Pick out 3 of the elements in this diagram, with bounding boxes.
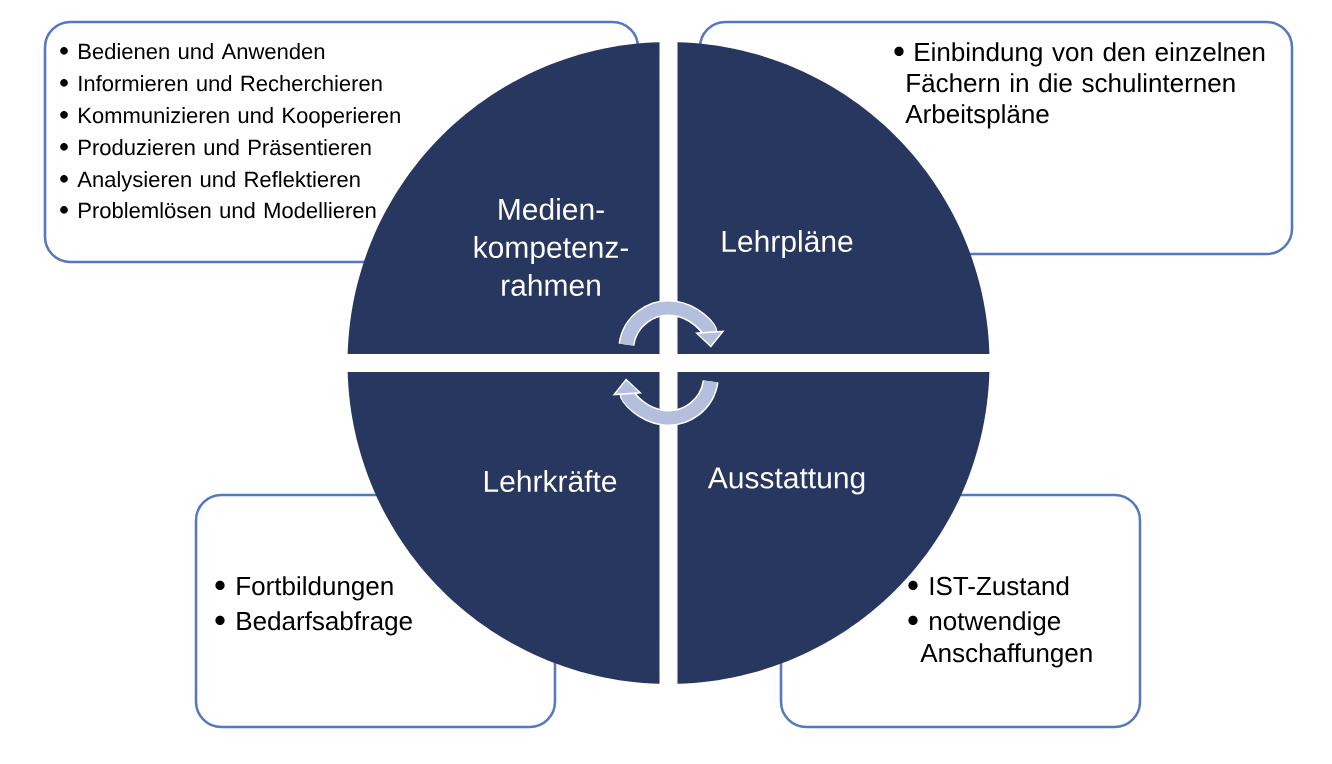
list-item: Bedienen und Anwenden bbox=[79, 43, 325, 60]
cycle-arrow bbox=[612, 378, 719, 426]
cycle-arrow bbox=[618, 300, 725, 348]
